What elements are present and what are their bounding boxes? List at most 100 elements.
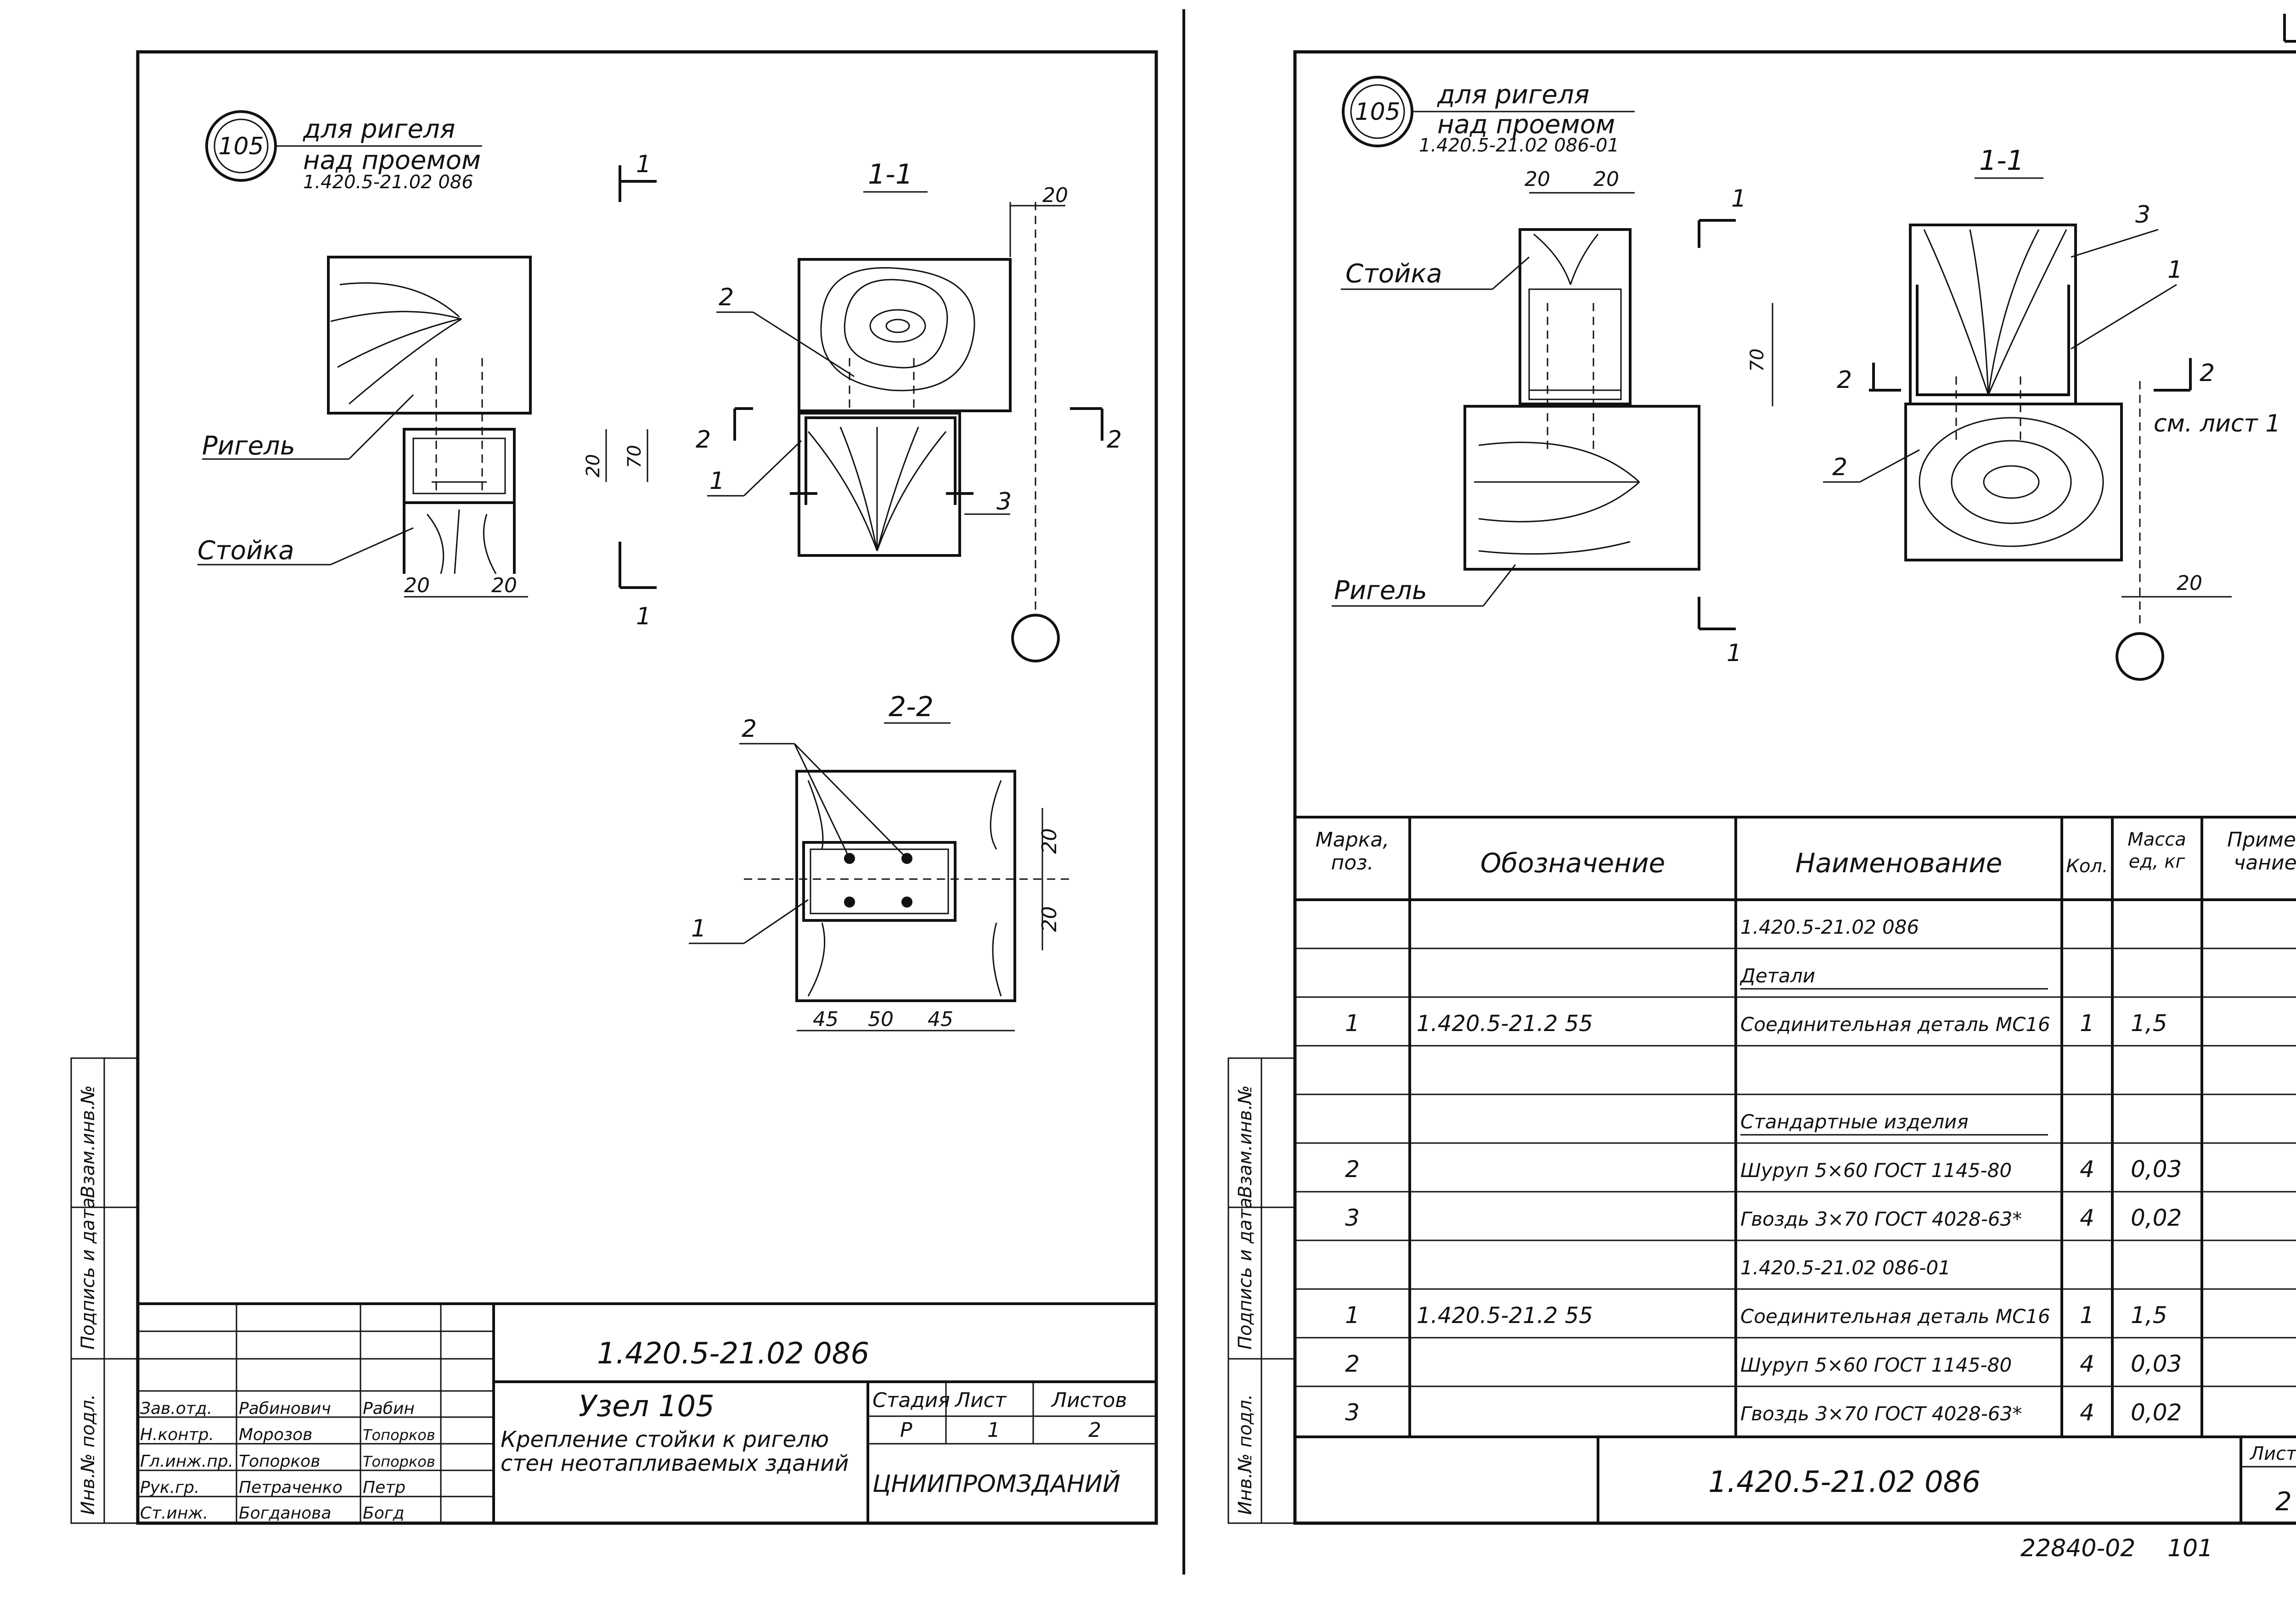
pos-1-label-22: 1: [691, 915, 706, 942]
see-sheet-note: см. лист 1: [2154, 410, 2280, 437]
pos-1-label: 1: [709, 467, 725, 495]
page-ref: 101: [2167, 1535, 2213, 1562]
callout-line2: над проемом: [1437, 110, 1615, 140]
stamp-inv-label: Инв.№ подл.: [78, 1394, 99, 1515]
header-mass: Масса ед, кг: [2127, 829, 2186, 872]
cell-mark: 3: [1345, 1205, 1360, 1231]
staff-role: Ст.инж.: [140, 1504, 208, 1523]
dim-45-b: 45: [928, 1008, 953, 1031]
cell-name: Детали: [1739, 964, 1815, 987]
section-mark-bottom: 1: [636, 603, 651, 630]
label-stoyka: Стойка: [197, 536, 294, 566]
cell-mark: 3: [1345, 1399, 1360, 1426]
section-mark-2-left: 2: [696, 426, 711, 454]
staff-name: Богданова: [239, 1504, 331, 1523]
cell-qty: 1: [2080, 1010, 2094, 1037]
staff-name: Топорков: [239, 1452, 320, 1471]
section-mark-2-right: 2: [1107, 426, 1122, 454]
callout-code: 1.420.5-21.02 086: [303, 172, 473, 193]
left-callout: 105 для ригеля над проемом 1.420.5-21.02…: [205, 110, 482, 193]
cell-name: Стандартные изделия: [1740, 1110, 1969, 1133]
cell-name: Соединительная деталь МС16: [1740, 1305, 2050, 1328]
cell-qty: 4: [2080, 1205, 2094, 1231]
table-row: 1.420.5-21.02 086: [1740, 916, 1919, 938]
dim-20-b: 20: [1593, 168, 1619, 191]
dim-20-a-22: 20: [1038, 828, 1061, 854]
sheets-label: Листов: [1051, 1389, 1127, 1412]
dim-20-b-22: 20: [1038, 906, 1061, 932]
right-side-stamp: Инв.№ подл. Подпись и дата Взам.инв.№: [1227, 1057, 1296, 1524]
header-qty: Кол.: [2066, 856, 2108, 877]
table-row: Стандартные изделия: [1740, 1110, 1969, 1133]
sheets-value: 2: [1088, 1418, 1101, 1442]
cell-mass: 0,03: [2131, 1156, 2182, 1183]
section-title-1-1: 1-1: [1979, 145, 2024, 177]
cell-mark: 1: [1345, 1010, 1360, 1037]
section-mark-bottom: 1: [1727, 639, 1742, 667]
dim-20-a: 20: [1525, 168, 1550, 191]
staff-role: Рук.гр.: [140, 1478, 199, 1497]
section-title-1-1: 1-1: [868, 158, 913, 191]
title-doc-code: 1.420.5-21.02 086: [597, 1337, 869, 1371]
cell-qty: 1: [2080, 1302, 2094, 1329]
right-section-1-1: 1-1 3 1 2 2 2 см. лист 1: [1823, 145, 2280, 681]
left-sheet: Инв.№ подл. Подпись и дата Взам.инв.№ 10…: [70, 50, 1158, 1525]
pos-3-label: 3: [2135, 201, 2150, 229]
callout-code: 1.420.5-21.02 086-01: [1419, 135, 1619, 156]
cell-name: Шуруп 5×60 ГОСТ 1145-80: [1740, 1354, 2012, 1376]
dim-20-top: 20: [1042, 184, 1068, 207]
cell-designation: 1.420.5-21.2 55: [1417, 1011, 1593, 1037]
cell-mass: 1,5: [2131, 1302, 2167, 1329]
callout-number: 105: [218, 133, 264, 160]
cell-designation: 1.420.5-21.2 55: [1417, 1303, 1593, 1329]
cell-qty: 4: [2080, 1399, 2094, 1426]
cell-name: Соединительная деталь МС16: [1740, 1013, 2050, 1036]
title-doc-code: 1.420.5-21.02 086: [1708, 1465, 1981, 1499]
label-stoyka: Стойка: [1345, 259, 1442, 289]
pos-2-label: 2: [1832, 454, 1847, 481]
dim-20-a: 20: [404, 574, 430, 597]
left-section-1-1: 1-1 20 2 1 3: [696, 158, 1122, 662]
cell-mark: 2: [1345, 1351, 1360, 1377]
table-row: 1.420.5-21.02 086-01: [1740, 1256, 1951, 1279]
pos-3-label: 3: [996, 488, 1012, 516]
pos-1-label: 1: [2167, 256, 2183, 284]
right-title-block: 1.420.5-21.02 086 Лист 2: [1597, 1437, 2296, 1523]
callout-line1: для ригеля: [1437, 80, 1589, 110]
staff-signature: Богд: [363, 1504, 405, 1523]
callout-number: 105: [1355, 98, 1400, 126]
table-row: Детали: [1739, 964, 1815, 987]
stamp-replace-label: Взам.инв.№: [78, 1085, 99, 1198]
spec-table: Марка, поз. Обозначение Наименование Кол…: [1295, 816, 2296, 1438]
right-elevation: 20 20 70 1 1 Стойка Ригель: [1332, 168, 1773, 667]
staff-role: Зав.отд.: [140, 1399, 212, 1418]
left-side-stamp: Инв.№ подл. Подпись и дата Взам.инв.№: [70, 1057, 139, 1524]
cell-qty: 4: [2080, 1156, 2094, 1183]
org-name: ЦНИИПРОМЗДАНИЙ: [872, 1470, 1120, 1498]
cell-name: 1.420.5-21.02 086-01: [1740, 1256, 1951, 1279]
table-header: Марка, поз. Обозначение Наименование Кол…: [1316, 829, 2296, 879]
cell-mark: 1: [1345, 1302, 1360, 1329]
header-designation: Обозначение: [1480, 847, 1665, 879]
pos-2-label: 2: [719, 284, 734, 311]
staff-signature: Топорков: [363, 1426, 435, 1444]
cell-mass: 0,03: [2131, 1351, 2182, 1377]
staff-name: Петраченко: [239, 1478, 343, 1497]
right-callout: 105 для ригеля над проемом 1.420.5-21.02…: [1342, 76, 1635, 156]
left-section-2-2: 2-2 2 1 45 50 45 20 20: [689, 691, 1070, 1032]
section-mark-top: 1: [1731, 185, 1746, 213]
section-mark-top: 1: [636, 151, 651, 178]
cell-mass: 0,02: [2131, 1205, 2182, 1231]
pos-2-label-22: 2: [742, 715, 757, 743]
staff-name: Рабинович: [239, 1399, 331, 1418]
dim-45-a: 45: [813, 1008, 838, 1031]
header-name: Наименование: [1795, 847, 2003, 879]
dim-20-bottom: 20: [2177, 572, 2202, 595]
section-mark-2-right: 2: [2200, 359, 2215, 387]
cell-name: Гвоздь 3×70 ГОСТ 4028-63*: [1740, 1402, 2022, 1425]
cell-mark: 2: [1345, 1156, 1360, 1183]
section-mark-2-left: 2: [1837, 366, 1852, 394]
